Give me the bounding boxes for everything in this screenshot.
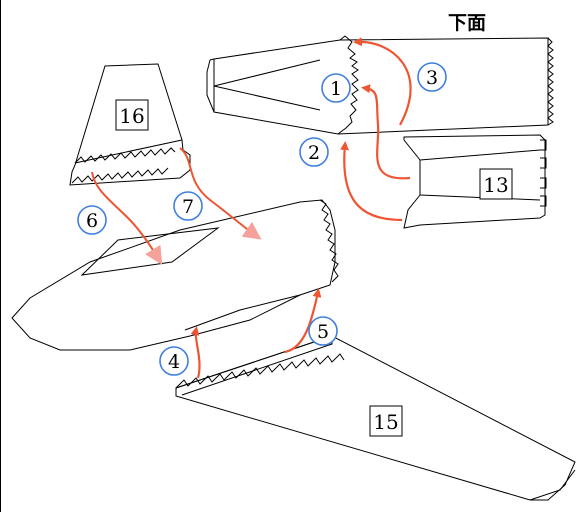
part-13 <box>403 134 547 229</box>
main-fuselage-part <box>11 199 339 351</box>
left-border <box>0 0 1 512</box>
svg-text:4: 4 <box>168 351 180 373</box>
svg-text:2: 2 <box>308 142 320 164</box>
step-7: 7 <box>173 191 203 221</box>
assembly-arrows <box>190 37 412 379</box>
svg-text:7: 7 <box>182 196 194 218</box>
part-label-13: 13 <box>479 168 513 200</box>
step-3: 3 <box>417 62 447 92</box>
arrow-6 <box>91 171 163 265</box>
view-title: 下面 <box>448 12 487 34</box>
part-label-16: 16 <box>115 99 149 131</box>
assembly-arrows-light <box>91 147 262 265</box>
step-1: 1 <box>321 73 351 103</box>
arrow-5 <box>284 288 322 354</box>
step-5: 5 <box>308 316 338 346</box>
part-label-15: 15 <box>369 405 403 437</box>
svg-text:6: 6 <box>86 210 98 232</box>
svg-text:5: 5 <box>317 321 329 343</box>
arrow-4 <box>190 326 201 379</box>
svg-text:16: 16 <box>119 104 144 128</box>
upper-fuselage-part <box>206 35 554 135</box>
svg-text:13: 13 <box>483 173 508 197</box>
svg-text:1: 1 <box>330 78 342 100</box>
arrow-7 <box>179 147 262 240</box>
svg-text:15: 15 <box>373 410 398 434</box>
step-4: 4 <box>159 346 189 376</box>
arrow-2 <box>340 141 403 222</box>
step-6: 6 <box>77 205 107 235</box>
svg-text:3: 3 <box>426 67 438 89</box>
arrow-1 <box>361 84 411 180</box>
arrow-3 <box>353 37 412 126</box>
step-markers: 1 2 3 4 5 6 7 <box>77 62 447 376</box>
step-2: 2 <box>299 137 329 167</box>
